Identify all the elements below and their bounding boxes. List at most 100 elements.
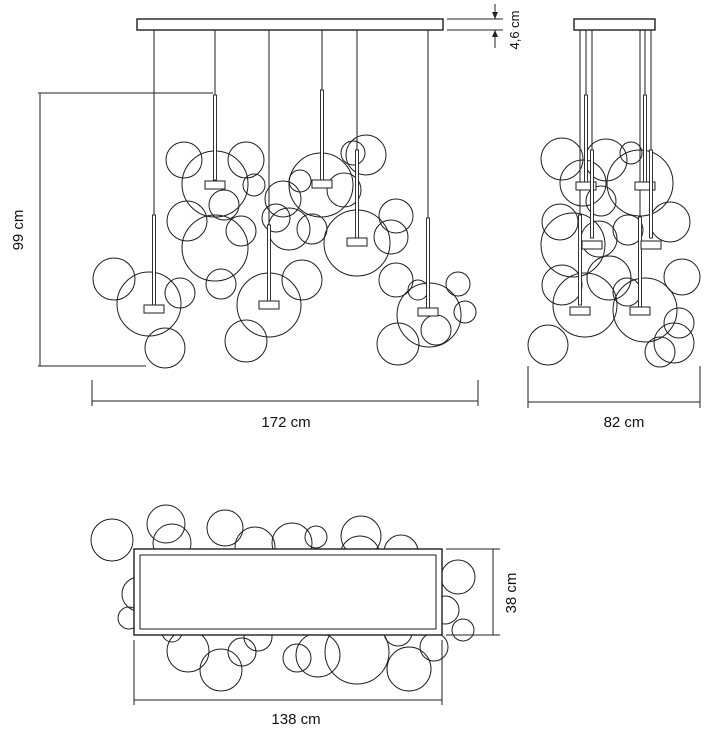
front-pendant-tube [267, 224, 271, 304]
side-bubble [586, 255, 632, 301]
side-pendant-tube [578, 214, 582, 306]
top-canopy-outer [133, 548, 443, 636]
side-pendant-bulb-holder [640, 240, 662, 250]
top-bubble [304, 525, 328, 549]
side-bubble [552, 272, 618, 338]
front-bubble [373, 219, 409, 255]
side-bubble [612, 277, 678, 343]
side-bubble [663, 258, 701, 296]
front-bubble [166, 200, 208, 242]
front-pendant-bulb-holder [143, 304, 165, 314]
top-bubble [146, 504, 186, 544]
top-bubble [295, 632, 341, 678]
front-bubble [420, 314, 452, 346]
side-bubble [644, 336, 676, 368]
front-bubble [378, 262, 414, 298]
front-bubble [453, 300, 477, 324]
front-pendant-tube [426, 217, 430, 309]
side-pendant-tube [584, 94, 588, 186]
side-bubble [559, 159, 607, 207]
side-bubble [612, 214, 644, 246]
side-bubble [619, 141, 643, 165]
top-bubble [166, 629, 210, 673]
front-bubble [205, 268, 237, 300]
side-pendant-bulb-holder [634, 181, 656, 191]
side-pendant-tube [590, 149, 594, 239]
side-pendant-tube [643, 94, 647, 186]
top-bubble [227, 637, 257, 667]
front-pendant-rods [143, 30, 439, 317]
front-bubble [116, 271, 182, 337]
front-bubble [288, 169, 312, 193]
front-bubble [281, 259, 323, 301]
front-view [92, 18, 477, 369]
side-pendant-bulb-holder [581, 240, 603, 250]
front-bubble [92, 257, 136, 301]
front-bubble [144, 327, 186, 369]
side-bubble [540, 212, 606, 278]
front-pendant-tube [152, 214, 156, 306]
front-pendant-bulb-holder [258, 300, 280, 310]
side-bubble [653, 322, 695, 364]
top-bubble [419, 632, 449, 662]
top-bubble [199, 648, 243, 692]
front-pendant-bulb-holder [311, 179, 333, 189]
side-bubble [585, 185, 617, 217]
side-pendant-bulb-holder [575, 181, 597, 191]
canopy-height-dimension: 4,6 cm [447, 4, 522, 50]
front-bubble [340, 140, 366, 166]
front-width-dimension: 172 cm [91, 380, 479, 431]
side-pendant-bulb-holder [569, 306, 591, 316]
top-depth-label: 38 cm [503, 573, 520, 614]
total-height-dimension: 99 cm [10, 92, 213, 367]
front-pendant-bulb-holder [346, 237, 368, 247]
front-width-label: 172 cm [261, 414, 310, 431]
front-pendant-tube [320, 89, 324, 181]
front-bubble [376, 322, 420, 366]
front-bubble [242, 173, 266, 197]
top-bubble [206, 509, 244, 547]
front-bubble [225, 215, 257, 247]
top-bubble [386, 646, 432, 692]
top-bubble [282, 643, 312, 673]
top-width-label: 138 cm [271, 711, 320, 728]
top-depth-dimension: 38 cm [446, 548, 520, 636]
side-bubble-cluster [527, 137, 701, 368]
side-pendant-tube [649, 149, 653, 239]
top-width-dimension: 138 cm [133, 640, 443, 728]
side-bubble [541, 264, 583, 306]
front-pendant-tube [355, 149, 359, 239]
front-pendant-bulb-holder [417, 307, 439, 317]
front-bubble [264, 180, 302, 218]
side-bubble [527, 324, 569, 366]
total-height-label: 99 cm [10, 210, 27, 251]
front-bubble [378, 198, 414, 234]
top-bubble [440, 559, 476, 595]
front-bubble [407, 279, 429, 301]
side-pendant-bulb-holder [629, 306, 651, 316]
side-width-dimension: 82 cm [527, 366, 701, 431]
front-bubble [208, 189, 240, 221]
side-bubble [541, 203, 579, 241]
top-canopy-inner [139, 554, 437, 630]
front-pendant-bulb-holder [204, 180, 226, 190]
front-bubble [261, 203, 291, 233]
front-bubble [296, 213, 328, 245]
top-bubble [451, 618, 475, 642]
front-canopy [136, 18, 444, 31]
side-bubble [649, 201, 691, 243]
top-bubble [90, 518, 134, 562]
side-bubble [540, 137, 584, 181]
front-bubble [326, 172, 362, 208]
front-bubble [165, 141, 203, 179]
side-pendant-tube [638, 216, 642, 308]
front-bubble [164, 277, 196, 309]
front-bubble [181, 214, 249, 282]
front-bubble [224, 319, 268, 363]
side-view [527, 18, 701, 368]
front-pendant-tube [213, 94, 217, 181]
side-pendant-rods [569, 30, 662, 316]
top-view [90, 504, 476, 692]
canopy-height-label: 4,6 cm [507, 10, 522, 49]
